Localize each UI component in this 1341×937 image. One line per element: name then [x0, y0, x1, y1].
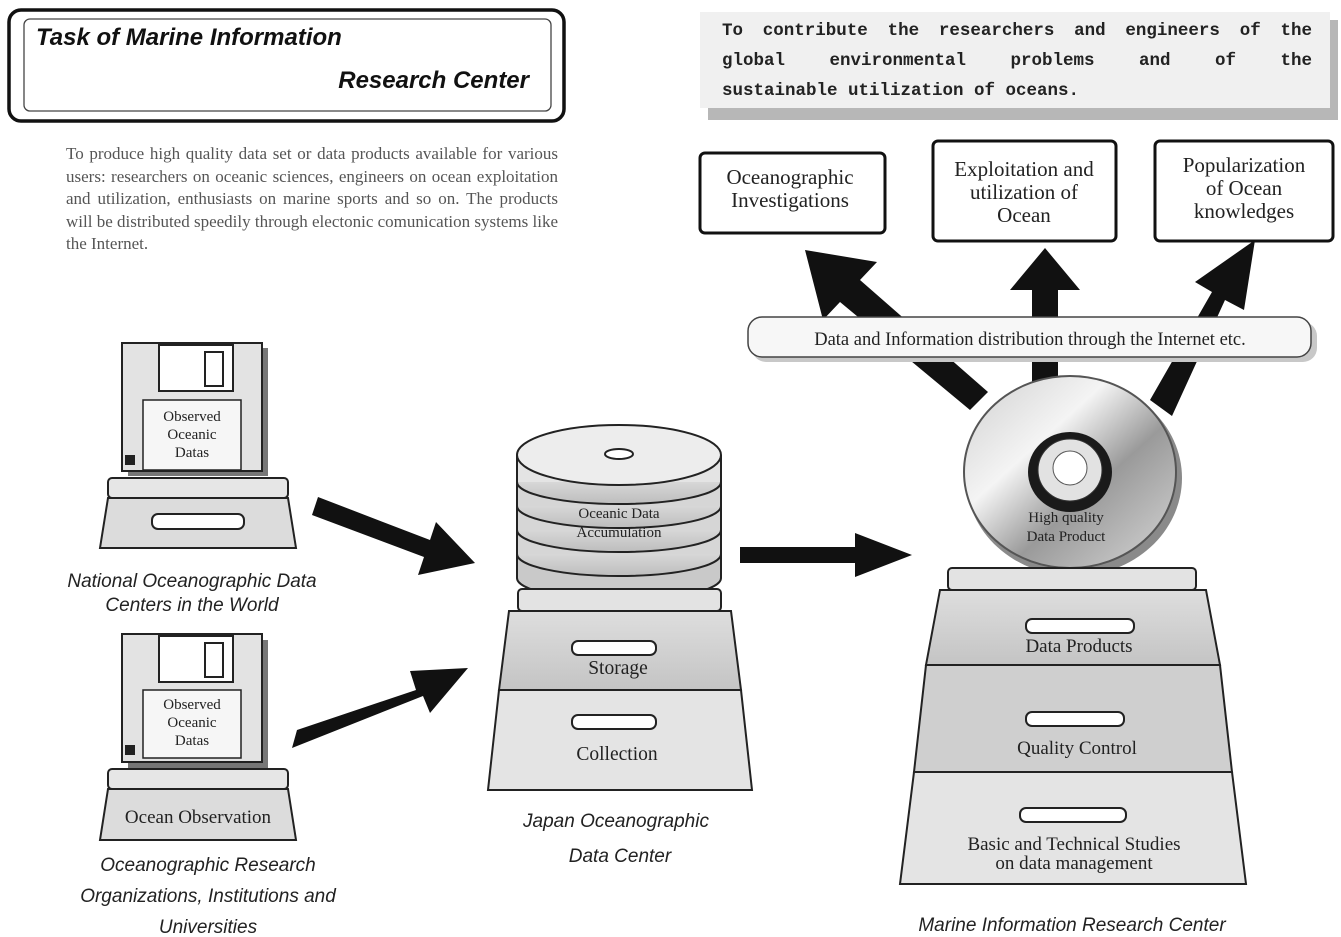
mirc-drawer-quality-control: Quality Control	[1017, 738, 1137, 759]
cd-line-1: High quality	[1028, 510, 1104, 526]
disk-stack-line-1: Oceanic Data	[578, 506, 660, 522]
goal-line-2: global environmental problems and of the	[722, 51, 1312, 71]
computer-2-disk-line-3: Datas	[175, 733, 209, 749]
caption-national-line-2: Centers in the World	[105, 595, 280, 616]
outcome-2-line-3: Ocean	[997, 203, 1051, 227]
caption-jodc-line-2: Data Center	[569, 846, 672, 867]
jodc-base	[486, 588, 754, 791]
outcome-box-3	[1153, 139, 1335, 243]
mission-text: To produce high quality data set or data…	[66, 144, 558, 253]
caption-research-line-3: Universities	[159, 917, 258, 937]
mirc-drawer-studies-line-1: Basic and Technical Studies	[967, 834, 1180, 855]
goal-line-3: sustainable utilization of oceans.	[722, 81, 1080, 101]
jodc-drawer-storage: Storage	[588, 658, 648, 679]
computer-1-disk-line-2: Oceanic	[167, 427, 216, 443]
caption-jodc-line-1: Japan Oceanographic	[522, 811, 709, 832]
arrows-to-jodc	[292, 497, 475, 748]
outcome-3-line-3: knowledges	[1194, 199, 1294, 223]
ocean-observation-label: Ocean Observation	[125, 807, 272, 828]
disk-stack-line-2: Accumulation	[577, 525, 662, 541]
computer-1-disk-line-1: Observed	[163, 409, 221, 425]
goal-line-1: To contribute the researchers and engine…	[722, 21, 1312, 41]
computer-2-disk-line-1: Observed	[163, 697, 221, 713]
outcome-3-line-2: of Ocean	[1206, 176, 1283, 200]
outcome-2-line-1: Exploitation and	[954, 157, 1094, 181]
computer-2	[98, 633, 298, 841]
outcome-3-line-1: Popularization	[1183, 153, 1306, 177]
mirc-base	[898, 567, 1248, 885]
arrow-to-mirc	[740, 533, 912, 577]
jodc-drawer-collection: Collection	[576, 744, 657, 765]
computer-2-disk-line-2: Oceanic	[167, 715, 216, 731]
title-line-2: Research Center	[338, 67, 529, 94]
outcome-1-line-2: Investigations	[731, 188, 849, 212]
caption-national-line-1: National Oceanographic Data	[67, 571, 316, 592]
mirc-drawer-data-products: Data Products	[1025, 636, 1132, 657]
outcome-1-line-1: Oceanographic	[726, 165, 853, 189]
goal-text: To contribute the researchers and engine…	[722, 16, 1312, 106]
caption-research-line-2: Organizations, Institutions and	[80, 886, 337, 907]
computer-1-disk-line-3: Datas	[175, 445, 209, 461]
outcome-2-line-2: utilization of	[970, 180, 1078, 204]
title-frame	[7, 8, 566, 123]
outcome-box-2	[931, 139, 1118, 243]
goal-box	[700, 12, 1338, 120]
title-line-1: Task of Marine Information	[36, 24, 342, 51]
caption-mirc: Marine Information Research Center	[918, 915, 1226, 936]
cd-line-2: Data Product	[1027, 529, 1107, 545]
distribution-banner	[747, 316, 1317, 362]
outcome-box-1	[698, 151, 887, 235]
computer-1	[98, 342, 298, 549]
outcome-labels: Oceanographic Investigations Exploitatio…	[726, 153, 1305, 227]
cd-disc	[963, 375, 1182, 576]
caption-research-line-1: Oceanographic Research	[100, 855, 315, 876]
distribution-label: Data and Information distribution throug…	[814, 330, 1246, 350]
mirc-drawer-studies-line-2: on data management	[995, 853, 1153, 874]
